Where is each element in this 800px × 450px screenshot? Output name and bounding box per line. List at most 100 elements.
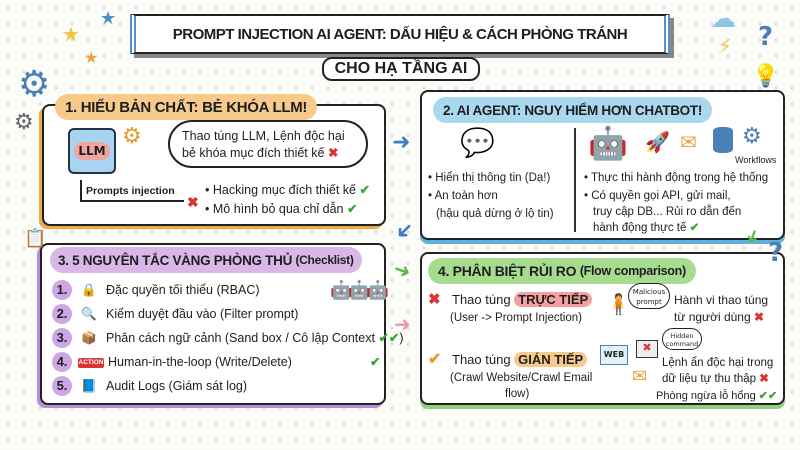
star-icon: ★ [100,8,117,29]
section-4-heading: 4. PHÂN BIỆT RỦI RO (Flow comparison) [428,258,696,284]
footer-text: Phòng ngừa lỗ hổng [656,390,756,402]
notebook-icon: 📘 [81,379,97,393]
item-text: Audit Logs (Giám sát log) [106,379,248,393]
section-2-right-cont: hành động thực tế ✔ [593,220,699,236]
gear-icon: ⚙ [742,124,762,149]
result-text: từ người dùng [674,310,751,324]
llm-chip-icon: LLM [68,128,116,174]
stick-figure-icon: 🧍 [606,292,631,316]
mail-icon: ✉ [680,130,697,154]
bullet-text: Mô hình bỏ qua chỉ dẫn [212,202,344,216]
item-number: 4. [52,352,72,372]
cloud-icon: ☁ [710,4,736,34]
bullet-text: An toàn hơn [434,190,498,202]
section-1-bullet: • Hacking mục đích thiết kế ✔ [205,183,370,197]
mail-icon: ✉ [632,366,648,387]
cloud-text: Malicious [632,288,666,296]
section-2-left-note: (hậu quả dừng ở lộ tin) [436,208,554,220]
bullet-text: hành động thực tế [593,222,687,234]
direct-detail: (User -> Prompt Injection) [450,312,582,324]
checklist-item: 4. ACTION Human-in-the-loop (Write/Delete)… [52,352,380,372]
check-icon: ✔ [359,183,370,197]
prevention-note: Phòng ngừa lỗ hổng ✔✔ [656,388,777,404]
cross-icon: ✖ [754,310,765,324]
workflows-label: Workflows [735,155,777,165]
malicious-prompt-cloud: Malicious prompt [628,283,670,309]
arrow-icon: ➜ [392,130,411,155]
double-check-icon: ✔✔ [758,390,778,402]
section-1-heading: 1. HIỂU BẢN CHẤT: BẺ KHÓA LLM! [55,94,318,120]
action-button-icon: ACTION [78,357,104,368]
section-3-heading: 3. 5 NGUYÊN TẮC VÀNG PHÒNG THỦ (Checklis… [50,247,362,273]
item-text: Kiểm duyệt đầu vào (Filter prompt) [106,307,299,321]
section-1-bullet: • Mô hình bỏ qua chỉ dẫn ✔ [205,202,358,216]
divider [574,128,576,232]
bullet-text: Thực thi hành động trong hệ thống [591,172,769,184]
item-number: 3. [52,328,72,348]
bullet-text: Hiển thị thông tin (Dạ!) [435,172,551,184]
gear-icon: ⚙ [18,64,51,105]
item-text: Human-in-the-loop (Write/Delete) [108,355,292,369]
llm-brain-label: LLM [74,142,110,160]
heading-suffix: (Checklist) [295,253,354,267]
indirect-highlight: GIÁN TIẾP [514,352,588,367]
section-2-panel [420,90,785,240]
gear-icon: ⚙ [122,124,142,149]
checklist-item: 2.🔍Kiểm duyệt đầu vào (Filter prompt) [52,304,298,324]
arrow-icon: ➜ [394,312,411,336]
heading-suffix: (Flow comparison) [579,264,686,278]
robots-icon: 🤖🤖🤖 [330,280,389,301]
cross-icon: ✖ [187,194,199,210]
cloud-line-2: bẻ khóa mục đích thiết kế ✖ [182,145,338,161]
label-prefix: Thao túng [452,352,511,367]
bullet-text: Hacking mục đích thiết kế [212,183,356,197]
prompts-injection-label: Prompts injection [86,185,175,197]
label-prefix: Thao túng [452,292,511,307]
arrow-icon: ➜ [390,255,415,285]
infected-window-icon: ✖ [636,340,658,358]
lightning-icon: ⚡ [718,34,733,58]
section-2-right-cont: truy cập DB... Rủi ro dẫn đến [593,206,742,218]
lightbulb-icon: 💡 [752,64,780,89]
indirect-result: Lệnh ẩn độc hại trong [662,357,774,369]
cloud-text: command [665,340,699,348]
section-2-heading: 2. AI AGENT: NGUY HIỂM HƠN CHATBOT! [433,97,713,123]
section-2-left-bullet: • Hiển thị thông tin (Dạ!) [428,172,551,184]
star-icon: ★ [84,48,99,67]
direct-result: từ người dùng ✖ [674,309,764,325]
clipboard-icon: 📋 [24,228,47,249]
robot-icon: 🤖 [588,124,628,162]
checklist-item: 1.🔒Đặc quyền tối thiểu (RBAC) [52,280,260,300]
item-number: 5. [52,376,72,396]
item-text: Phân cách ngữ cảnh (Sand box / Cô lập Co… [106,331,375,345]
indirect-label: Thao túng GIÁN TIẾP [452,352,588,368]
page-subtitle: CHO HẠ TẦNG AI [322,57,480,81]
gear-icon: ⚙ [14,110,34,135]
magnifier-icon: 🔍 [81,307,97,321]
double-check-icon: ✔✔ [378,331,400,345]
direct-result: Hành vi thao túng [674,293,769,307]
section-2-right-bullet: • Có quyền gọi API, gửi mail, [584,190,731,202]
heading-text: 3. 5 NGUYÊN TẮC VÀNG PHÒNG THỦ [58,252,293,268]
cross-icon: ✖ [428,291,441,308]
checklist-item: 3. 📦 Phân cách ngữ cảnh (Sand box / Cô lập… [52,328,404,348]
question-mark-icon: ? [768,238,784,268]
box-icon: 📦 [81,331,97,345]
checklist-item: 5. 📘 Audit Logs (Giám sát log) [52,376,247,396]
cloud-text: prompt [636,298,662,306]
section-2-left-bullet: • An toàn hơn [428,190,498,202]
check-icon: ✔ [428,351,442,368]
rocket-icon: 🚀 [645,130,670,154]
item-number: 1. [52,280,72,300]
web-browser-icon: WEB [600,345,628,365]
indirect-detail: flow) [505,388,530,400]
lock-icon: 🔒 [81,283,97,297]
indirect-detail: (Crawl Website/Crawl Email [450,372,593,384]
check-icon: ✔ [370,355,381,369]
chat-bubbles-icon: 💬 [460,126,495,159]
flow-arrow [80,180,184,202]
cloud-text: Hidden [670,332,694,340]
question-mark-icon: ? [758,22,774,52]
database-icon [713,127,733,153]
bullet-text: Có quyền gọi API, gửi mail, [591,190,731,202]
